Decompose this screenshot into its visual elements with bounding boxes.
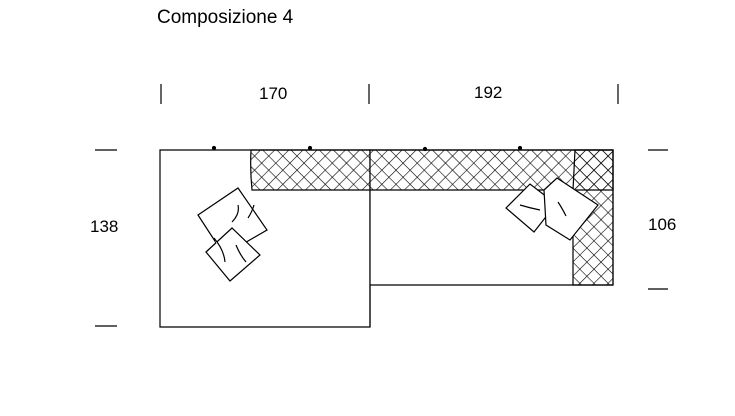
drawing-title: Composizione 4 bbox=[157, 7, 294, 28]
cushions bbox=[197, 177, 599, 282]
cushion bbox=[543, 177, 599, 241]
cushion bbox=[205, 227, 261, 282]
dimension-depth-left: 138 bbox=[90, 217, 119, 236]
dimension-width-left: 170 bbox=[259, 84, 288, 103]
dimension-ticks bbox=[95, 84, 668, 327]
armrest bbox=[572, 149, 614, 286]
dimension-width-right: 192 bbox=[474, 83, 503, 102]
dimension-depth-right: 106 bbox=[648, 215, 677, 234]
